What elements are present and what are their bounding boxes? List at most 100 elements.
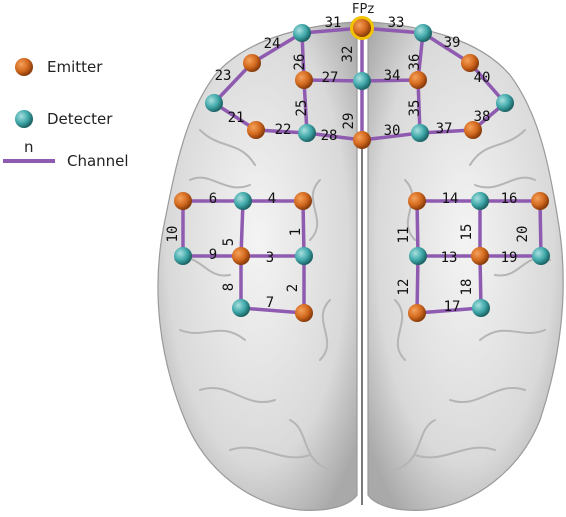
channel-line-20: [538, 199, 543, 258]
emitter-E7: [353, 131, 371, 149]
channel-line-27: [302, 78, 364, 83]
emitter-E14: [531, 192, 549, 210]
emitter-E6: [247, 121, 265, 139]
legend-channel-symbol: n: [24, 138, 34, 156]
detecter-D15: [472, 299, 490, 317]
channel-label-35: 35: [407, 100, 423, 117]
channel-line-24: [250, 31, 304, 65]
legend-detecter-label: Detecter: [47, 110, 113, 128]
channel-label-25: 25: [294, 100, 310, 117]
emitter-E11: [232, 247, 250, 265]
brain-illustration: [157, 21, 564, 511]
emitter-E15: [471, 247, 489, 265]
legend-emitter-label: Emitter: [47, 58, 103, 76]
channel-label-21: 21: [228, 110, 245, 126]
channel-label-27: 27: [322, 70, 339, 86]
channel-label-26: 26: [292, 54, 308, 71]
left-hemisphere: [157, 21, 358, 511]
detecter-D14: [232, 299, 250, 317]
channel-label-28: 28: [321, 128, 338, 144]
detecter-D3: [205, 94, 223, 112]
legend-channel-label: Channel: [67, 152, 129, 170]
detecter-D8: [234, 192, 252, 210]
channel-line-7: [239, 306, 306, 315]
channel-label-29: 29: [341, 113, 357, 130]
channel-label-39: 39: [444, 35, 461, 51]
right-hemisphere: [367, 21, 564, 511]
channel-label-17: 17: [444, 299, 461, 315]
channel-label-9: 9: [209, 247, 217, 263]
channel-label-11: 11: [396, 227, 412, 244]
channel-label-24: 24: [264, 36, 281, 52]
optodes: [174, 16, 550, 322]
emitter-E3: [295, 71, 313, 89]
channel-line-5: [239, 199, 245, 258]
channel-label-4: 4: [268, 191, 276, 207]
channel-line-23: [212, 61, 254, 105]
channel-line-12: [415, 254, 420, 315]
emitter-E13: [408, 192, 426, 210]
emitter-E5: [461, 54, 479, 72]
detecter-D10: [174, 247, 192, 265]
emitter-E1: [353, 19, 371, 37]
channel-label-23: 23: [215, 68, 232, 84]
channel-label-19: 19: [501, 250, 518, 266]
detecter-D7: [411, 124, 429, 142]
fpz-label: FPz: [352, 2, 374, 17]
channel-label-3: 3: [266, 250, 274, 266]
channel-line-28: [305, 131, 364, 142]
emitter-E4: [409, 71, 427, 89]
detecter-D2: [414, 24, 432, 42]
legend-detecter-marker: [15, 110, 33, 128]
emitter-E12: [295, 304, 313, 322]
channel-label-34: 34: [384, 68, 401, 84]
channel-line-34: [360, 78, 420, 83]
channel-line-17: [415, 306, 483, 315]
channel-label-15: 15: [459, 224, 475, 241]
detecter-D6: [298, 124, 316, 142]
detecter-D12: [409, 247, 427, 265]
channel-label-7: 7: [266, 295, 274, 311]
channel-label-40: 40: [474, 70, 491, 86]
channel-label-31: 31: [325, 15, 342, 31]
brain-sulci: [174, 129, 551, 471]
channel-label-13: 13: [441, 250, 458, 266]
channel-label-20: 20: [515, 226, 531, 243]
channel-label-1: 1: [288, 228, 304, 236]
channel-label-38: 38: [474, 109, 491, 125]
channel-label-37: 37: [436, 121, 453, 137]
channel-label-32: 32: [340, 46, 356, 63]
detecter-D13: [532, 247, 550, 265]
channel-label-8: 8: [221, 283, 237, 291]
channel-label-18: 18: [459, 279, 475, 296]
detecter-D5: [496, 94, 514, 112]
channel-label-30: 30: [384, 123, 401, 139]
emitter-E10: [294, 192, 312, 210]
legend-emitter-marker: [15, 58, 33, 76]
channel-line-39: [421, 31, 472, 65]
channel-label-36: 36: [407, 54, 423, 71]
detecter-D1: [293, 24, 311, 42]
channel-label-6: 6: [209, 191, 217, 207]
channel-line-1: [301, 199, 306, 258]
channel-label-10: 10: [165, 226, 181, 243]
emitter-E2: [243, 54, 261, 72]
emitter-E16: [408, 304, 426, 322]
channel-label-14: 14: [442, 191, 459, 207]
channel-line-11: [415, 199, 420, 258]
detecter-D11: [295, 247, 313, 265]
channel-label-12: 12: [396, 279, 412, 296]
emitter-E9: [174, 192, 192, 210]
channel-label-16: 16: [501, 191, 518, 207]
channel-label-5: 5: [221, 238, 237, 246]
channel-line-30: [360, 131, 422, 142]
emitter-E8: [464, 121, 482, 139]
channel-label-2: 2: [285, 284, 301, 292]
channel-label-33: 33: [388, 15, 405, 31]
channel-label-22: 22: [275, 122, 292, 138]
detecter-D4: [353, 72, 371, 90]
legend: Emitter Detecter n Channel: [3, 58, 129, 170]
detecter-D9: [471, 192, 489, 210]
